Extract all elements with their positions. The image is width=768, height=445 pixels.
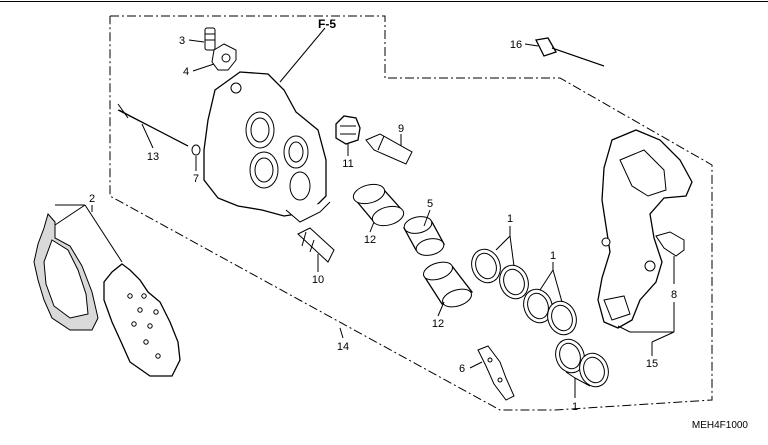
brake-pad-right <box>103 263 181 377</box>
pad-spring <box>477 345 515 401</box>
brake-pad-left <box>33 212 99 331</box>
callout-5: 5 <box>427 198 433 210</box>
piston-middle <box>403 216 445 256</box>
piston-seals-upper <box>471 248 529 300</box>
pad-retainer <box>655 231 685 257</box>
piston-upper <box>352 183 405 227</box>
pad-bracket-lines <box>54 204 123 263</box>
drawing-code: MEH4F1000 <box>692 420 749 431</box>
callout-12-lower: 12 <box>432 318 444 330</box>
bleed-valve-cap <box>204 27 216 51</box>
bleed-valve <box>211 43 237 71</box>
pin-boot <box>335 115 361 145</box>
caliper-body <box>203 71 331 223</box>
bleeder-screw <box>297 227 335 263</box>
piston-lower <box>423 261 474 308</box>
callout-12-upper: 12 <box>364 234 376 246</box>
callout-9: 9 <box>398 123 404 135</box>
callout-8: 8 <box>671 289 677 301</box>
callout-1-middle: 1 <box>550 250 556 262</box>
callout-7: 7 <box>193 173 199 185</box>
callout-4: 4 <box>183 66 189 78</box>
callout-1-lower: 1 <box>572 401 578 413</box>
callout-15: 15 <box>646 358 658 370</box>
callout-6: 6 <box>459 363 465 375</box>
callout-1-upper: 1 <box>507 213 513 225</box>
slide-pin <box>365 133 413 165</box>
piston-seals-middle <box>523 288 577 336</box>
callout-2: 2 <box>89 193 95 205</box>
callout-10: 10 <box>312 274 324 286</box>
piston-seals-lower <box>555 338 609 388</box>
reference-tag: F-5 <box>318 17 336 31</box>
callout-16: 16 <box>510 39 522 51</box>
callout-11: 11 <box>342 158 353 170</box>
callout-13: 13 <box>147 151 159 163</box>
assembly-boundary <box>109 15 713 411</box>
pin-seal <box>191 144 201 156</box>
callout-14: 14 <box>337 341 349 353</box>
mounting-bolt <box>535 37 605 67</box>
caliper-bracket <box>597 129 693 329</box>
leader-lines <box>141 27 675 398</box>
pin-bolt <box>117 103 189 147</box>
callout-3: 3 <box>179 35 185 47</box>
